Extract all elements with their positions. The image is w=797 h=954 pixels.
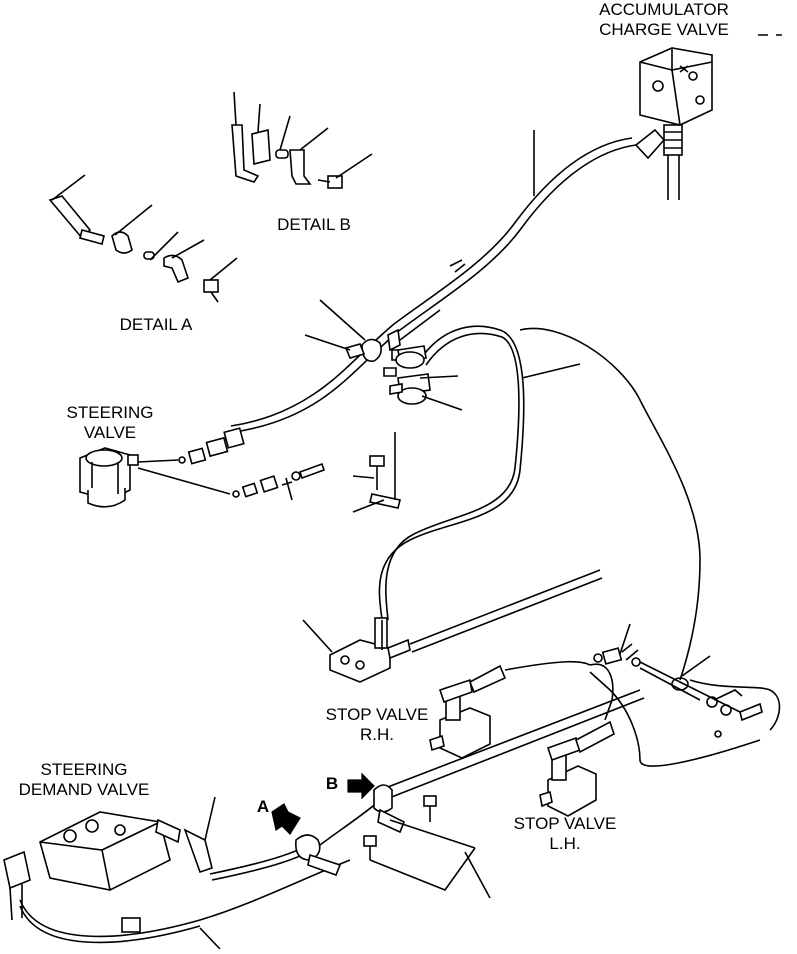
accumulator-charge-valve — [634, 47, 713, 200]
steering-valve — [79, 447, 231, 508]
label-stop-valve-lh: STOP VALVE L.H. — [500, 814, 630, 854]
label-steering-demand-valve: STEERING DEMAND VALVE — [4, 760, 164, 800]
label-accumulator-line-2: CHARGE VALVE — [599, 20, 729, 39]
tee-bracket — [329, 569, 603, 683]
label-steering-demand-line-2: DEMAND VALVE — [18, 780, 150, 799]
label-accumulator-line-1: ACCUMULATOR — [599, 0, 729, 19]
detail-b-parts — [231, 91, 373, 189]
label-stop-valve-rh-line-2: R.H. — [360, 725, 394, 744]
detail-a-parts — [48, 174, 238, 303]
label-stop-valve-rh-line-1: STOP VALVE — [325, 705, 429, 724]
label-stop-valve-lh-line-2: L.H. — [549, 834, 581, 853]
mid-bolt-bracket — [369, 432, 401, 509]
lower-clamps — [121, 784, 491, 933]
return-hose — [378, 325, 525, 621]
view-arrows — [271, 772, 375, 835]
label-steering-valve-line-2: VALVE — [83, 423, 137, 442]
right-fittings — [519, 327, 781, 738]
label-stop-valve-lh-line-1: STOP VALVE — [513, 814, 617, 833]
leader-lines — [199, 34, 782, 950]
label-detail-b: DETAIL B — [277, 215, 351, 234]
stop-valve-lh — [539, 720, 615, 817]
label-steering-demand-line-1: STEERING — [40, 760, 128, 779]
pressure-hose — [230, 137, 637, 433]
label-steering-valve: STEERING VALVE — [52, 403, 168, 443]
steering-demand-valve — [3, 811, 213, 921]
label-detail-a: DETAIL A — [119, 315, 193, 334]
center-clamps — [344, 328, 431, 405]
stop-valve-rh — [429, 660, 591, 759]
label-view-b: B — [325, 774, 339, 793]
steering-valve-fittings — [178, 427, 326, 501]
label-view-a: A — [256, 797, 270, 816]
label-steering-valve-line-1: STEERING — [66, 403, 154, 422]
label-stop-valve-rh: STOP VALVE R.H. — [312, 705, 442, 745]
label-accumulator-charge-valve: ACCUMULATOR CHARGE VALVE — [582, 0, 746, 40]
